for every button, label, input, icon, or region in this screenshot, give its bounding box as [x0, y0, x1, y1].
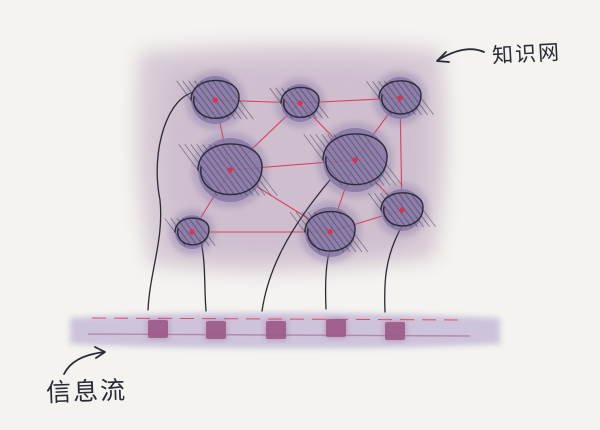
info-block	[326, 319, 346, 337]
node-hatch	[232, 144, 272, 196]
node-outline	[304, 211, 356, 252]
node-hatch	[194, 80, 224, 120]
node-hatch	[357, 134, 397, 186]
knowledge-node	[289, 201, 369, 263]
node-hatch	[170, 218, 192, 246]
curved-arrow-icon	[437, 48, 485, 61]
node-hatch	[218, 80, 248, 120]
node-hatch	[325, 211, 357, 253]
knowledge-node	[368, 183, 436, 237]
node-hatch	[226, 144, 266, 196]
node-hatch	[374, 192, 400, 228]
node-hatch	[398, 192, 424, 228]
node-outline	[280, 86, 320, 119]
knowledge-net-label: 知识网	[491, 40, 562, 68]
node-hatch	[188, 80, 218, 120]
node-hatch	[190, 144, 230, 196]
node-outline	[190, 79, 240, 119]
node-hatch	[202, 144, 242, 196]
node-outline	[322, 133, 388, 186]
node-hatch	[188, 218, 210, 246]
node-hatch	[390, 80, 416, 116]
node-hatch	[194, 218, 216, 246]
node-hatch	[319, 211, 351, 253]
node-hatch	[321, 134, 361, 186]
node-hatch	[305, 87, 329, 119]
node-hatch	[404, 192, 430, 228]
node-hatch	[214, 144, 254, 196]
node-hatch	[196, 144, 236, 196]
knowledge-node	[366, 71, 434, 125]
node-hatch	[184, 144, 224, 196]
info-block	[206, 321, 226, 339]
node-outline	[197, 143, 263, 196]
node-hatch	[212, 80, 242, 120]
node-hatch	[378, 80, 404, 116]
node-center	[227, 167, 233, 173]
node-hatch	[327, 134, 367, 186]
connection-stem	[261, 179, 331, 312]
node-hatch	[337, 211, 369, 253]
node-center	[327, 229, 333, 235]
node-hatch	[339, 134, 379, 186]
info-block	[385, 322, 405, 340]
knowledge-node	[176, 70, 254, 130]
node-hatch	[309, 134, 349, 186]
node-center	[212, 97, 218, 103]
info-block	[266, 321, 286, 339]
node-hatch	[315, 134, 355, 186]
node-center	[397, 95, 403, 101]
node-outline	[174, 217, 210, 246]
curved-arrow-icon-head	[436, 51, 450, 63]
node-hatch	[372, 80, 398, 116]
node-hatch	[299, 87, 323, 119]
node-hatch	[384, 80, 410, 116]
knowledge-node	[303, 122, 403, 198]
node-hatch	[396, 80, 422, 116]
node-hatch	[380, 192, 406, 228]
knowledge-node	[178, 132, 278, 208]
knowledge-nodes	[164, 70, 436, 263]
node-center	[399, 207, 405, 213]
node-hatch	[386, 192, 412, 228]
node-hatch	[331, 211, 363, 253]
node-center	[352, 157, 358, 163]
node-hatch	[351, 134, 391, 186]
node-hatch	[363, 134, 403, 186]
node-hatch	[402, 80, 428, 116]
connection-stem	[147, 91, 197, 311]
curved-arrow-icon	[63, 351, 105, 375]
node-outline	[380, 192, 424, 227]
node-hatch	[275, 87, 299, 119]
curved-arrow-icon-head	[94, 346, 106, 359]
node-center	[297, 100, 303, 106]
info-flow-label: 信息流	[45, 375, 128, 408]
node-outline	[378, 80, 422, 115]
node-center	[189, 229, 195, 235]
node-hatch	[301, 211, 333, 253]
node-hatch	[182, 80, 212, 120]
node-hatch	[307, 211, 339, 253]
knowledge-node	[164, 209, 216, 255]
node-hatch	[392, 192, 418, 228]
node-hatch	[238, 144, 278, 196]
node-hatch	[295, 211, 327, 253]
node-hatch	[176, 218, 198, 246]
node-hatch	[206, 80, 236, 120]
knowledge-node	[269, 78, 329, 128]
info-block	[148, 320, 168, 338]
info-blocks	[147, 318, 406, 341]
stream-line	[91, 317, 461, 321]
